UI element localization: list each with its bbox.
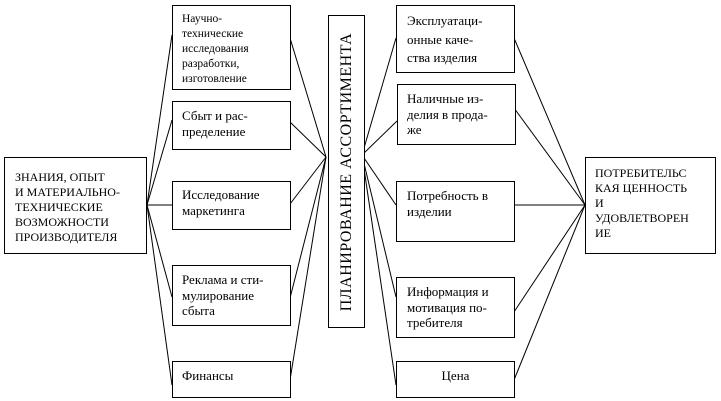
left-item-advertising: Реклама и сти- мулирование сбыта <box>172 265 291 326</box>
consumer-value-box: ПОТРЕБИТЕЛЬС КАЯ ЦЕННОСТЬ И УДОВЛЕТВОРЕН… <box>585 157 716 254</box>
left-item-rnd: Научно- технические исследования разрабо… <box>172 5 291 90</box>
right-item-consumer-information: Информация и мотивация по- требителя <box>396 277 515 338</box>
assortment-planning-label: ПЛАНИРОВАНИЕ АССОРТИМЕНТА <box>337 32 355 311</box>
right-item-operational-qualities: Эксплуатаци- онные каче- ства изделия <box>396 5 515 73</box>
left-item-distribution: Сбыт и рас- пределение <box>172 101 291 150</box>
right-item-price: Цена <box>396 361 515 398</box>
assortment-planning-box: ПЛАНИРОВАНИЕ АССОРТИМЕНТА <box>328 15 365 328</box>
right-item-available-products: Наличные из- делия в прода- же <box>397 84 516 145</box>
right-item-product-need: Потребность в изделии <box>396 181 515 242</box>
left-item-finance: Финансы <box>172 361 291 398</box>
left-item-marketing-research: Исследование маркетинга <box>172 181 291 230</box>
producer-capabilities-box: ЗНАНИЯ, ОПЫТ И МАТЕРИАЛЬНО- ТЕХНИЧЕСКИЕ … <box>4 157 147 254</box>
